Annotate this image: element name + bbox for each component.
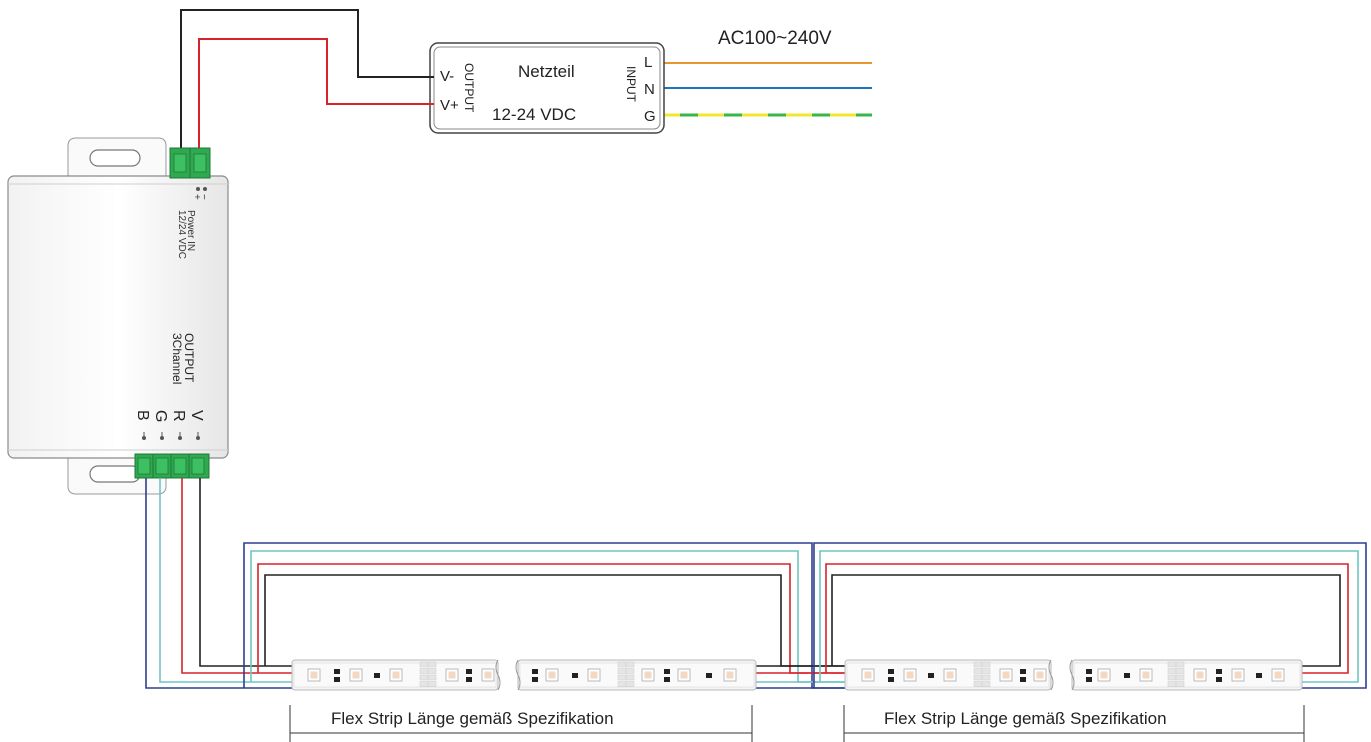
psu-v-plus: V+ — [440, 97, 459, 114]
resistor — [466, 669, 472, 674]
psu-pin-n: N — [644, 81, 655, 98]
led-chip — [1097, 668, 1111, 682]
led-strip-2b — [1071, 659, 1303, 691]
power-in-pins — [196, 187, 207, 191]
psu-pin-l: L — [644, 54, 652, 71]
power-supply — [429, 42, 665, 134]
pin-b-label: B — [134, 410, 151, 421]
strip-break-mark — [1048, 659, 1054, 691]
led-chip — [1033, 668, 1047, 682]
resistor — [928, 673, 934, 678]
led-chip — [903, 668, 917, 682]
strip-dimension-2 — [843, 705, 1305, 742]
led-chip — [861, 668, 875, 682]
strip-length-label-2: Flex Strip Länge gemäß Spezifikation — [884, 709, 1167, 728]
cut-pads — [427, 661, 437, 687]
psu-title: Netzteil — [518, 62, 575, 81]
output-terminal-block — [134, 453, 210, 479]
led-chip — [587, 668, 601, 682]
led-chip — [677, 668, 691, 682]
resistor — [1216, 677, 1222, 682]
strip-length-label-1: Flex Strip Länge gemäß Spezifikation — [331, 709, 614, 728]
resistor — [888, 677, 894, 682]
strip-break-mark — [515, 659, 521, 691]
cut-pads — [625, 661, 635, 687]
resistor — [1086, 677, 1092, 682]
controller-body — [7, 175, 229, 459]
strip-dimension-1 — [289, 705, 753, 742]
power-in-voltage: 12/24 VDC — [176, 210, 187, 259]
psu-input-label: INPUT — [624, 66, 638, 103]
power-plus-symbol: + — [191, 194, 202, 200]
led-chip — [999, 668, 1013, 682]
strip-break-mark — [1069, 659, 1075, 691]
resistor — [532, 677, 538, 682]
ac-voltage-label: AC100~240V — [718, 28, 832, 49]
resistor — [334, 669, 340, 674]
led-strips — [291, 659, 1303, 691]
resistor — [466, 677, 472, 682]
led-strip-1a — [291, 659, 499, 691]
pin-r-label: R — [170, 410, 187, 422]
resistor — [1124, 673, 1130, 678]
led-chip — [389, 668, 403, 682]
output-pin-labels: B G R V — [134, 410, 205, 440]
led-chip — [641, 668, 655, 682]
psu-pin-g: G — [644, 108, 656, 125]
led-chip — [445, 668, 459, 682]
cut-pads — [981, 661, 991, 687]
power-minus-symbol: − — [198, 194, 209, 200]
resistor — [888, 669, 894, 674]
controller-channel-label: 3Channel — [170, 333, 184, 384]
pin-g-label: G — [152, 410, 169, 422]
controller-output-label: OUTPUT — [182, 333, 196, 383]
resistor — [374, 673, 380, 678]
led-chip — [1271, 668, 1285, 682]
psu-output-label: OUTPUT — [462, 63, 476, 113]
power-terminal-block — [169, 147, 211, 179]
resistor — [664, 669, 670, 674]
resistor — [1086, 669, 1092, 674]
psu-voltage: 12-24 VDC — [492, 105, 576, 124]
resistor — [1216, 669, 1222, 674]
resistor — [1020, 669, 1026, 674]
led-chip — [349, 668, 363, 682]
resistor — [706, 673, 712, 678]
resistor — [572, 673, 578, 678]
output-wires — [145, 478, 1367, 689]
led-chip — [723, 668, 737, 682]
psu-v-minus: V- — [440, 68, 454, 85]
pin-v-label: V — [188, 410, 205, 421]
resistor — [1256, 673, 1262, 678]
resistor — [1020, 677, 1026, 682]
resistor — [334, 677, 340, 682]
led-chip — [943, 668, 957, 682]
led-chip — [307, 668, 321, 682]
led-strip-1b — [517, 659, 757, 691]
led-chip — [1139, 668, 1153, 682]
led-chip — [545, 668, 559, 682]
strip-break-mark — [495, 659, 501, 691]
cut-pads — [1175, 661, 1185, 687]
resistor — [532, 669, 538, 674]
resistor — [664, 677, 670, 682]
led-chip — [1193, 668, 1207, 682]
power-in-label: Power IN — [185, 210, 196, 251]
ac-input-lines — [660, 62, 872, 117]
led-strip-2a — [844, 659, 1052, 691]
led-chip — [1231, 668, 1245, 682]
led-chip — [481, 668, 495, 682]
controller-mounting-tabs — [67, 137, 167, 495]
dc-power-wires — [180, 9, 434, 152]
